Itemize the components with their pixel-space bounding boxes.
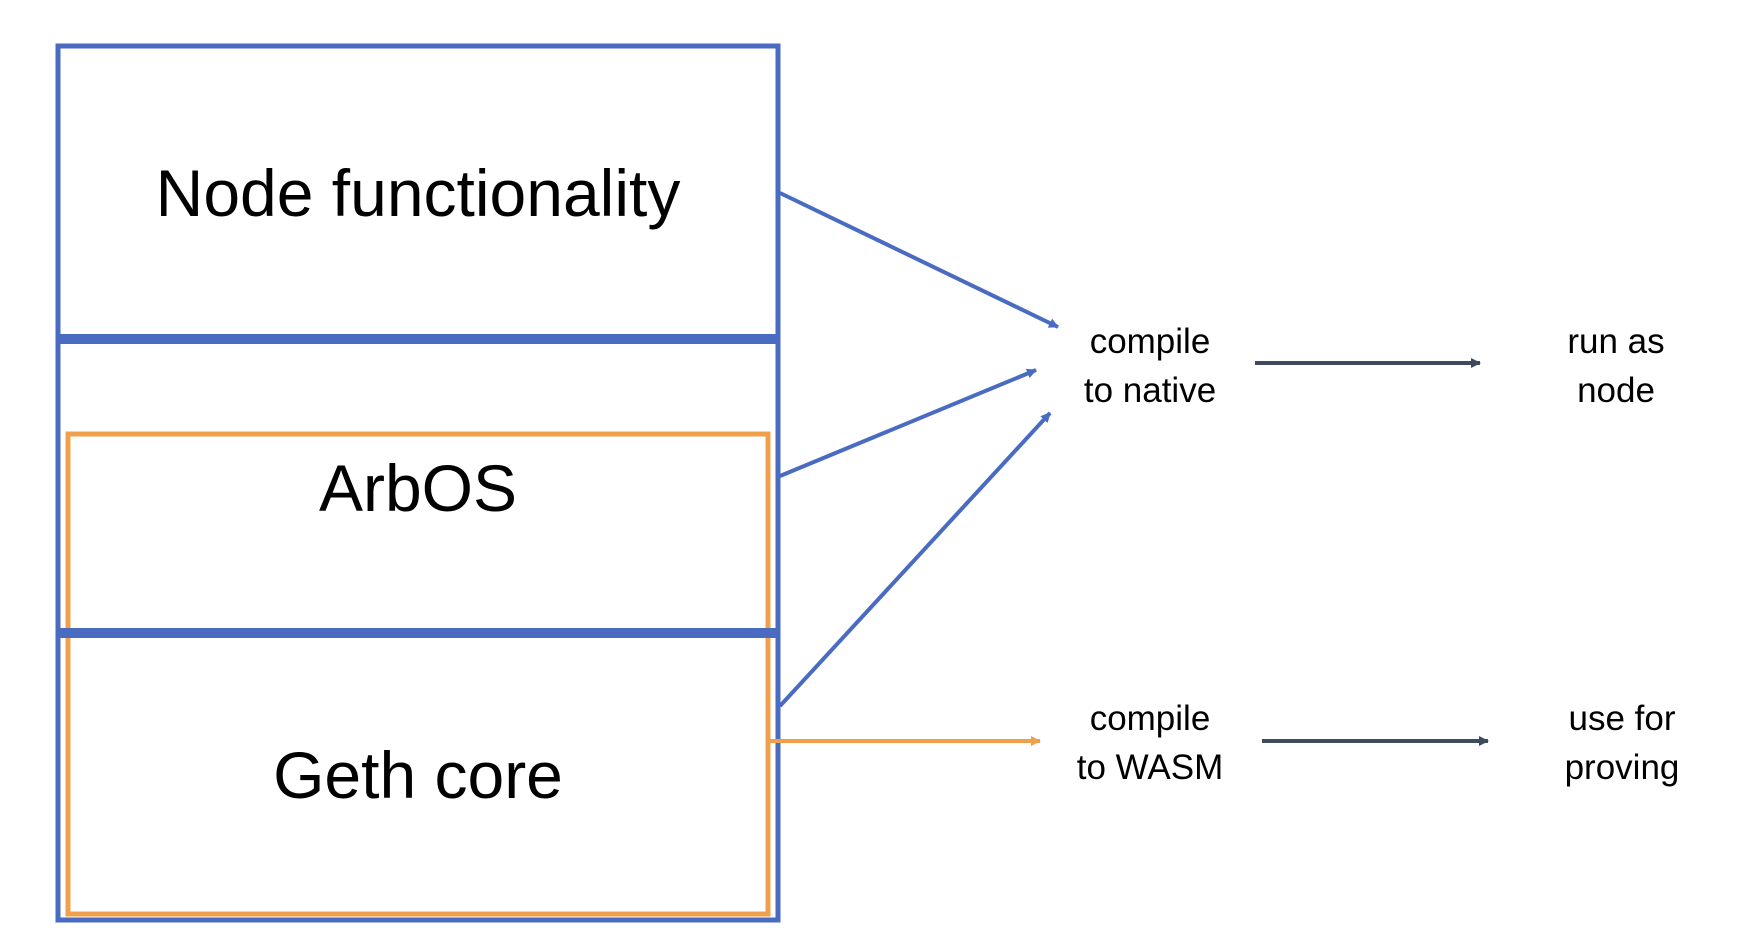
arrow-geth-to-native xyxy=(778,411,1052,708)
node-functionality-label: Node functionality xyxy=(156,156,681,230)
outer-stack-box xyxy=(55,43,781,923)
compile-wasm-line-2: to WASM xyxy=(1077,748,1224,787)
geth-core-label: Geth core xyxy=(273,738,563,812)
run-as-node-line-1: run as xyxy=(1567,322,1664,361)
arbos-divider xyxy=(58,628,778,638)
use-for-proving-line-1: use for xyxy=(1569,699,1676,738)
compile-native-line-2: to native xyxy=(1084,371,1216,410)
node-divider xyxy=(58,334,778,344)
use-for-proving-line-2: proving xyxy=(1565,748,1680,787)
arbos-label: ArbOS xyxy=(319,451,517,525)
compile-wasm-line-1: compile xyxy=(1090,699,1211,738)
wasm-scope-box xyxy=(65,431,771,917)
arrow-arbos-to-native xyxy=(779,368,1037,478)
run-as-node-line-2: node xyxy=(1577,371,1655,410)
compile-native-line-1: compile xyxy=(1090,322,1211,361)
arrow-node-to-native xyxy=(779,191,1059,329)
